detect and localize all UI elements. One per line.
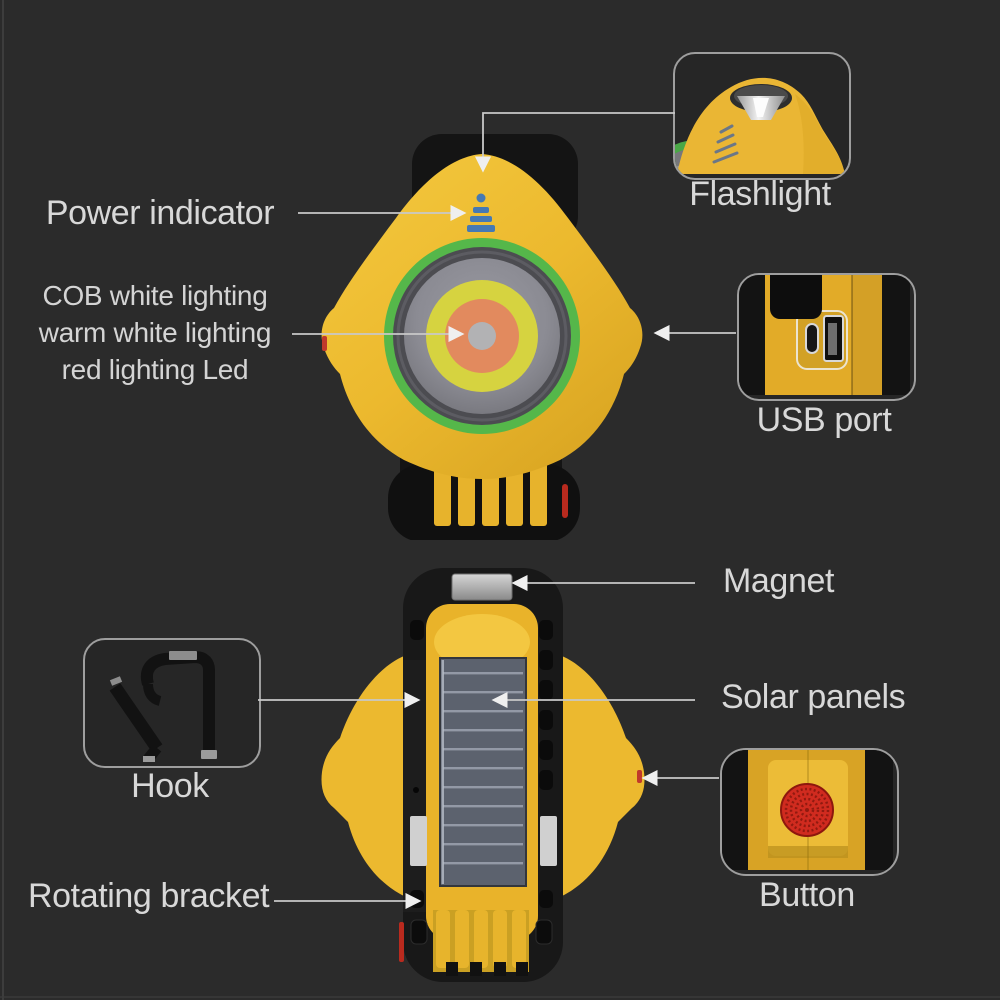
label-hook: Hook [131, 767, 209, 805]
power-indicator-icon [467, 193, 495, 232]
cob-line-2: warm white lighting [38, 317, 272, 348]
label-button: Button [759, 876, 855, 914]
hinge-knob-left [410, 919, 428, 945]
solar-panel [439, 657, 527, 887]
rotating-bracket [433, 910, 529, 976]
body-highlight [434, 614, 530, 670]
side-button-red [637, 770, 642, 783]
back-view-work-light [321, 568, 645, 982]
label-power-indicator: Power indicator [45, 194, 275, 232]
hinge-knob-right [535, 919, 553, 945]
side-red-dot [322, 336, 327, 351]
screw-hole [413, 787, 419, 793]
usb-port-callout-box [737, 273, 916, 401]
label-solar-panels: Solar panels [721, 678, 906, 716]
red-accent [562, 484, 568, 518]
rubber-flap [770, 275, 822, 319]
front-view-work-light [321, 134, 643, 540]
flashlight-callout-box [673, 52, 851, 180]
button-callout-box [720, 748, 899, 876]
grip-hatches [712, 124, 739, 164]
back-wing-right [562, 656, 645, 896]
hook-arm [403, 660, 429, 912]
center-led [468, 322, 496, 350]
red-accent-back [399, 922, 404, 962]
reflector-left [410, 816, 427, 866]
label-magnet: Magnet [723, 562, 835, 600]
back-wing-left [321, 656, 404, 896]
flashlight-closeup-icon [675, 77, 845, 174]
cob-line-1: COB white lighting [42, 280, 268, 311]
magnet-strip [451, 573, 513, 601]
red-button-closeup-icon [722, 750, 893, 870]
hook-closeup-icon [109, 650, 217, 762]
label-usb-port: USB port [756, 401, 892, 439]
cob-line-3: red lighting Led [61, 354, 249, 385]
hook-callout-box [83, 638, 261, 768]
reflector-right [540, 816, 557, 866]
usb-c-port [805, 323, 819, 354]
lens [384, 238, 580, 434]
label-flashlight: Flashlight [689, 175, 831, 213]
usb-ports-closeup-icon [739, 275, 910, 395]
label-rotating-bracket: Rotating bracket [28, 877, 270, 915]
label-cob-lighting: COB white lighting warm white lighting r… [14, 277, 296, 388]
